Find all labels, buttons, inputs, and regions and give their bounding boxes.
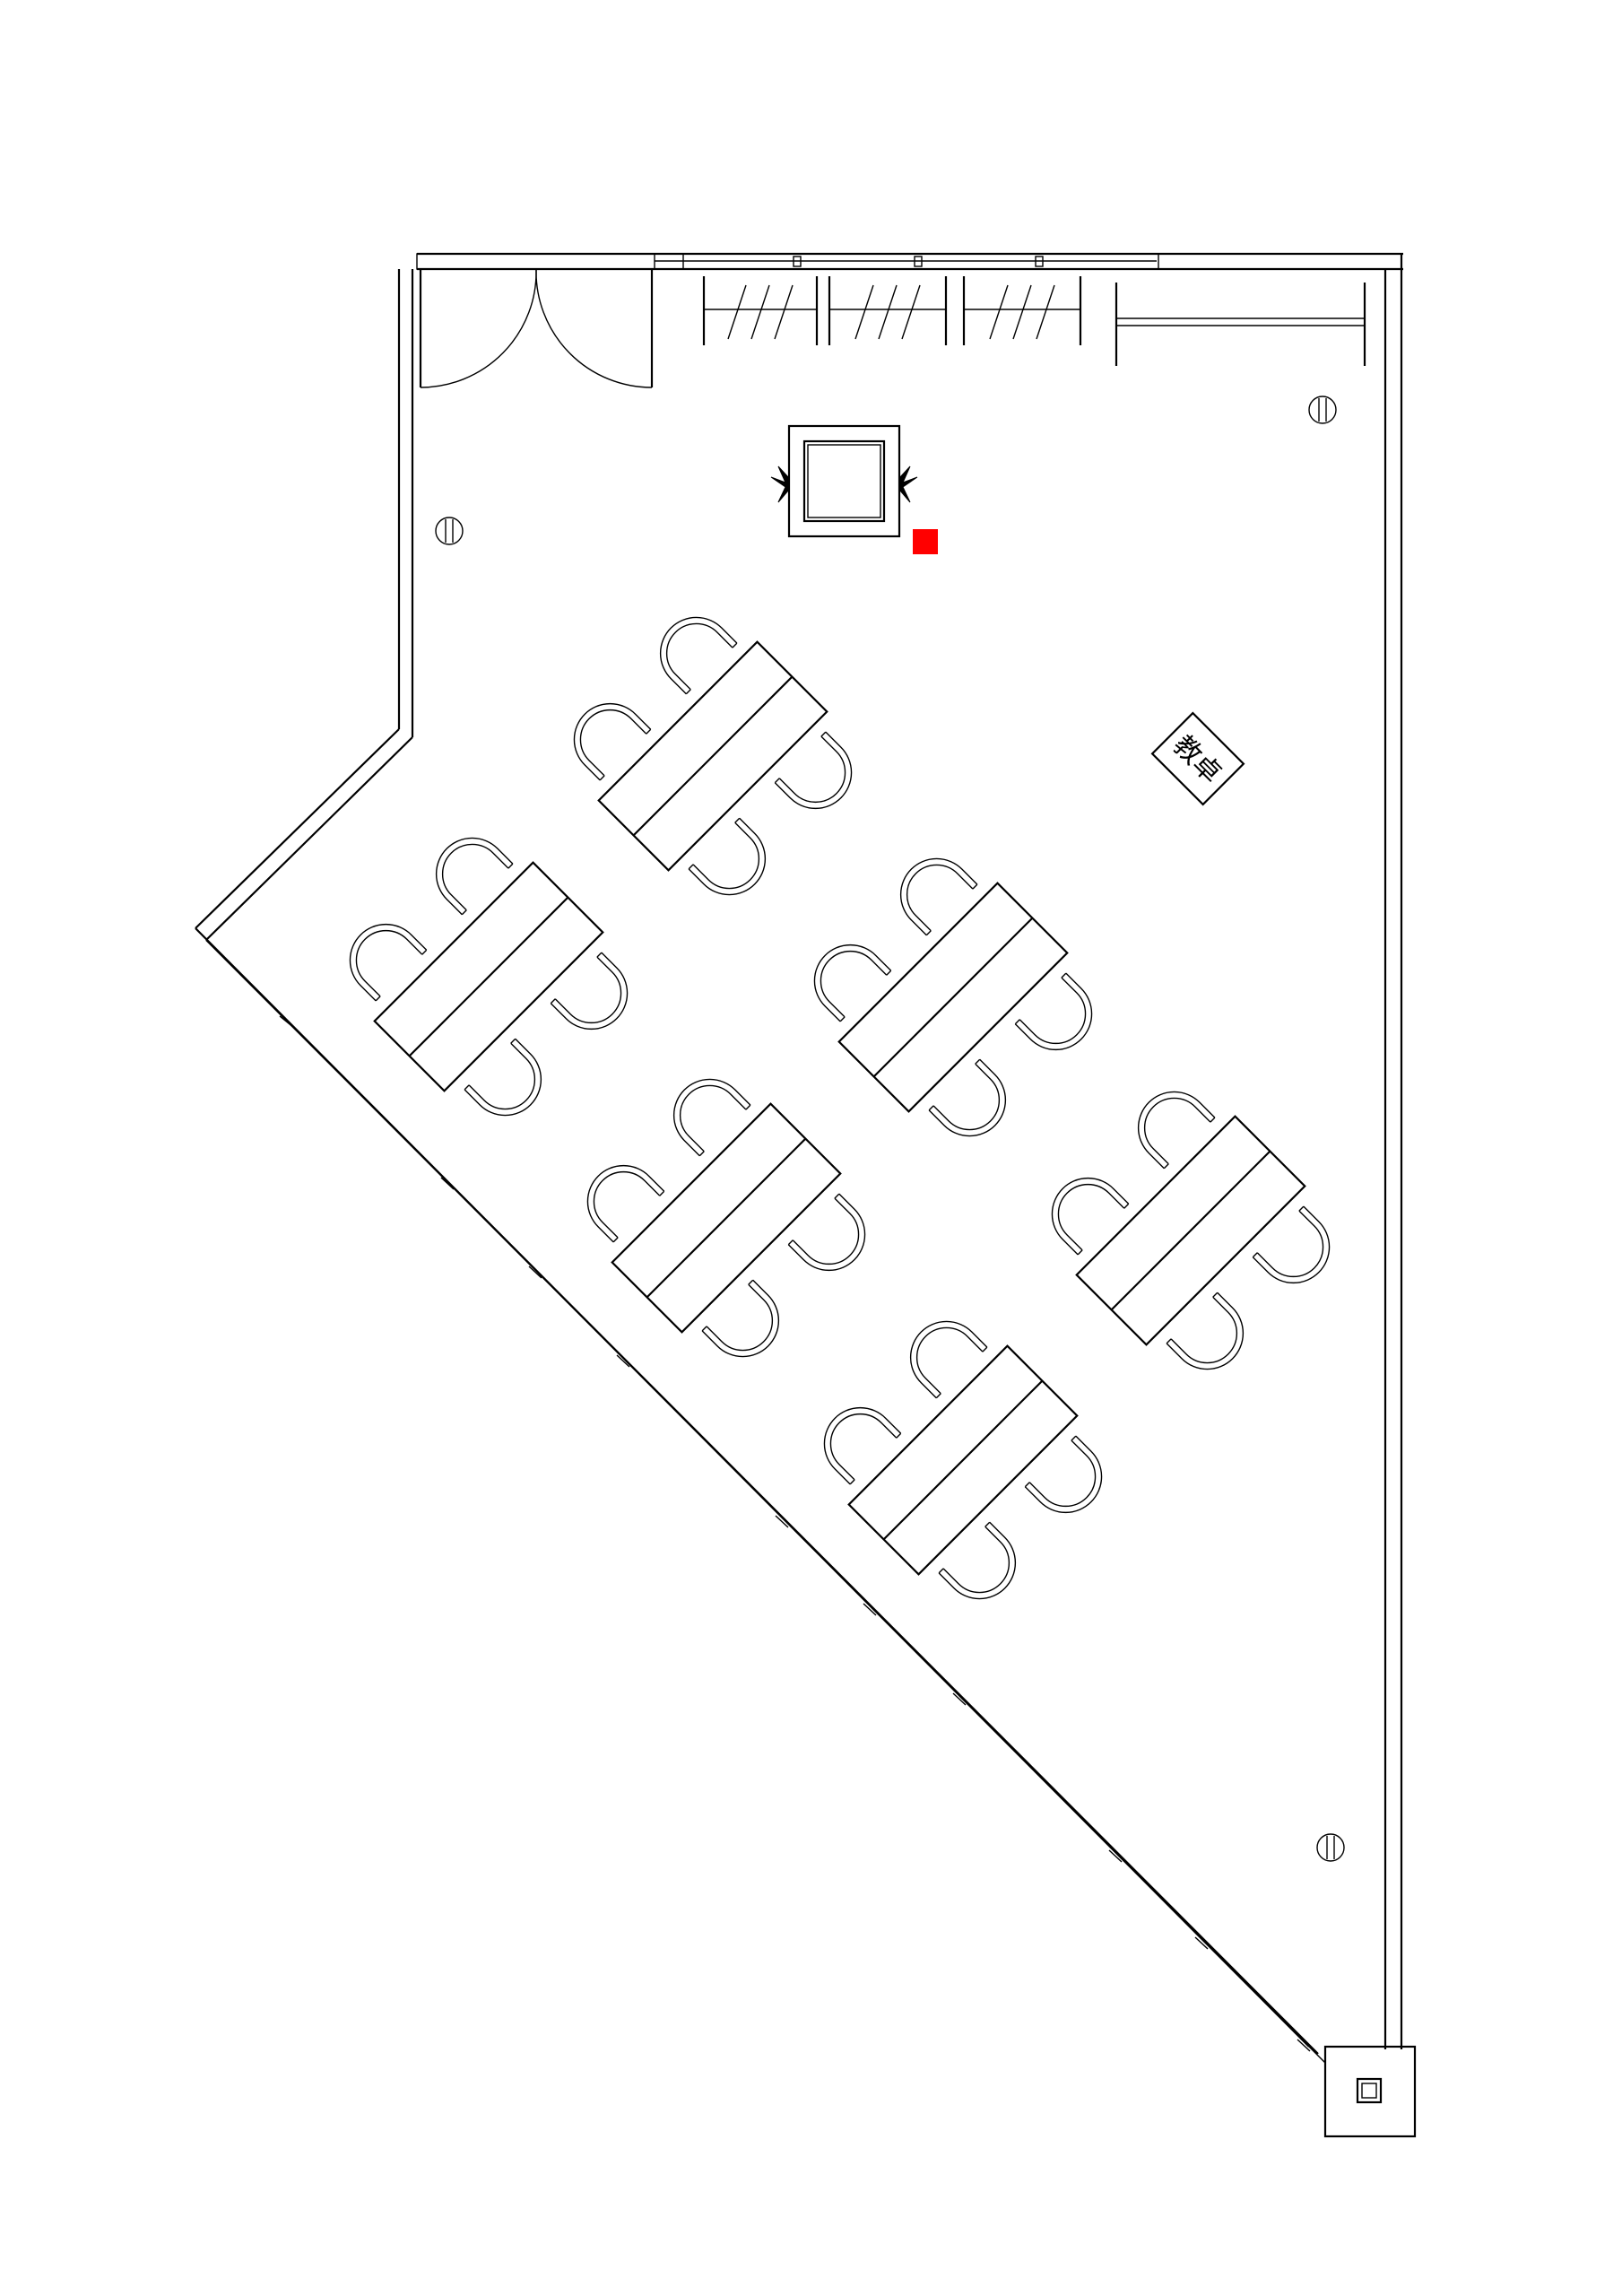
double-door	[419, 268, 654, 388]
projector-unit	[770, 424, 918, 538]
desk-cluster	[789, 833, 1117, 1161]
desk-cluster	[549, 592, 877, 920]
podium: 教卓	[1150, 711, 1245, 806]
column-icon	[1316, 1833, 1345, 1862]
wall-cabinets	[702, 276, 1366, 366]
desk-cluster	[799, 1296, 1127, 1624]
corner-column	[1323, 2045, 1417, 2138]
desk-cluster	[562, 1054, 890, 1382]
star-speaker-icon	[770, 465, 790, 503]
star-speaker-icon	[898, 465, 918, 503]
desk-cluster	[325, 813, 653, 1141]
column-icon	[1308, 396, 1337, 424]
diagonal-window-mullions	[279, 1015, 1311, 2052]
red-marker	[913, 529, 938, 554]
column-icon	[435, 517, 464, 545]
walls	[195, 252, 1417, 2138]
desk-cluster	[1027, 1066, 1355, 1395]
